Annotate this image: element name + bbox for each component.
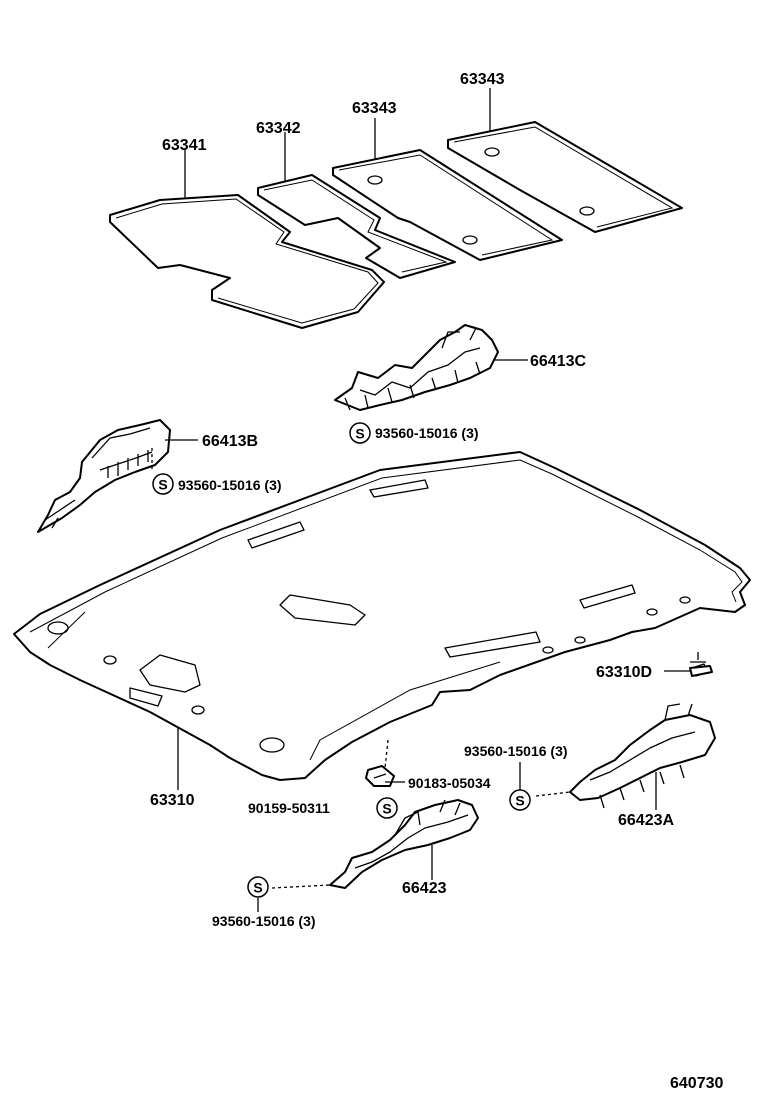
pad-hole (579, 206, 595, 216)
bracket-66413b (37, 419, 171, 533)
label-90183: 90183-05034 (408, 775, 491, 791)
label-clip-66423a: 93560-15016 (3) (464, 743, 568, 759)
label-90159: 90159-50311 (248, 800, 330, 816)
clip-symbol-66413c: S (349, 422, 371, 444)
page-number: 640730 (670, 1075, 723, 1092)
clip-symbol-90159: S (376, 797, 398, 819)
part-labels: 63341 63342 63343 63343 66413C 93560-150… (150, 71, 723, 1092)
label-63310: 63310 (150, 792, 195, 809)
pad-hole (367, 175, 383, 185)
clip-symbol-66423a: S (509, 789, 531, 811)
label-66423: 66423 (402, 880, 447, 897)
headliner-hole (103, 655, 117, 665)
label-63343-rear: 63343 (460, 71, 505, 88)
headliner-hole (542, 646, 554, 654)
symbol-letter: S (515, 793, 524, 809)
pad-63341 (109, 194, 385, 329)
headliner-hole (574, 636, 586, 644)
label-66413b: 66413B (202, 433, 258, 450)
leader-lines (151, 88, 690, 912)
pad-63342 (257, 174, 456, 279)
label-63310d: 63310D (596, 664, 652, 681)
headliner-hole (259, 737, 285, 753)
bracket-66423 (329, 799, 479, 889)
nut-90183-05034 (365, 765, 395, 787)
label-66413c: 66413C (530, 353, 586, 370)
label-63342: 63342 (256, 120, 301, 137)
symbol-letter: S (158, 477, 167, 493)
label-63341: 63341 (162, 137, 207, 154)
label-clip-66423: 93560-15016 (3) (212, 913, 316, 929)
headliner-hole (47, 621, 69, 635)
bracket-66423a (569, 703, 716, 809)
pad-hole (462, 235, 478, 245)
bracket-66413c (334, 324, 499, 411)
clip-63310d (689, 652, 713, 677)
label-66423a: 66423A (618, 812, 674, 829)
headliner-hole (646, 608, 658, 616)
headliner-hole (679, 596, 691, 604)
pad-hole (484, 147, 500, 157)
label-clip-66413c: 93560-15016 (3) (375, 425, 479, 441)
headliner-hole (191, 705, 205, 715)
clip-symbol-66413b: S (152, 473, 174, 495)
symbol-letter: S (253, 880, 262, 896)
pad-63343-middle (332, 149, 563, 261)
label-63343-middle: 63343 (352, 100, 397, 117)
headliner-63310 (13, 451, 751, 781)
symbol-letter: S (382, 801, 391, 817)
pad-63343-rear (447, 121, 683, 233)
symbol-letter: S (355, 426, 364, 442)
label-clip-66413b: 93560-15016 (3) (178, 477, 282, 493)
clip-symbol-66423: S (247, 876, 269, 898)
